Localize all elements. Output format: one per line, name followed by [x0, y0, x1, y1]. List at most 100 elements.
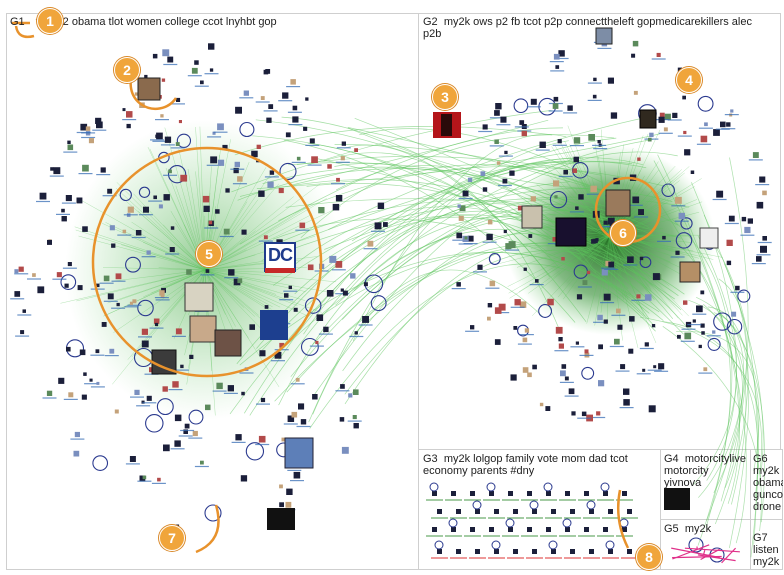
- node: [519, 301, 527, 308]
- node: [656, 52, 661, 57]
- node: [558, 50, 565, 57]
- node: [494, 139, 499, 144]
- grid-node: [546, 527, 551, 532]
- grid-node: [527, 491, 532, 496]
- node: [564, 376, 569, 381]
- node: [139, 475, 146, 482]
- node: [712, 330, 716, 334]
- node: [258, 435, 266, 443]
- node: [222, 144, 228, 151]
- node: [22, 309, 26, 313]
- self-loop: [713, 312, 732, 331]
- edge: [565, 148, 611, 236]
- node: [374, 222, 382, 230]
- edge: [60, 269, 206, 304]
- panel-g7-border: [750, 519, 783, 570]
- node: [76, 197, 83, 204]
- image-node-g2-portrait-d: [521, 205, 543, 229]
- node: [486, 233, 493, 241]
- group-terms-g1: tcot p2 obama tlot women college ccot ln…: [35, 16, 277, 28]
- edge: [609, 234, 679, 319]
- node: [597, 314, 603, 321]
- node: [180, 174, 188, 182]
- grid-node: [532, 509, 537, 514]
- node: [527, 372, 532, 378]
- node: [282, 92, 289, 99]
- callout-5-highlight-circle: [91, 146, 323, 378]
- node: [353, 423, 359, 429]
- node: [205, 404, 211, 411]
- node: [126, 111, 133, 118]
- node: [237, 176, 243, 182]
- node: [703, 367, 708, 372]
- node: [143, 206, 149, 213]
- edge: [312, 198, 621, 346]
- node: [663, 127, 668, 132]
- edge: [609, 129, 661, 236]
- edge: [567, 125, 611, 236]
- node: [504, 150, 508, 155]
- edge: [609, 234, 683, 316]
- node: [81, 394, 87, 400]
- node: [249, 324, 255, 330]
- edge: [204, 269, 337, 283]
- edge: [560, 143, 611, 236]
- node: [575, 206, 579, 210]
- node: [162, 49, 170, 57]
- callout-1: 1: [37, 8, 63, 34]
- self-loop: [726, 318, 743, 335]
- node: [573, 137, 581, 144]
- node: [532, 364, 537, 370]
- edge: [255, 119, 611, 240]
- node: [575, 341, 579, 345]
- self-loop: [167, 165, 187, 184]
- node: [234, 161, 240, 168]
- node: [340, 288, 344, 292]
- node: [164, 136, 172, 143]
- edge: [334, 163, 551, 278]
- edge: [204, 269, 280, 388]
- node: [79, 349, 86, 356]
- node: [633, 90, 638, 95]
- node: [80, 123, 88, 131]
- node: [614, 338, 620, 345]
- node: [115, 273, 122, 280]
- node: [243, 90, 249, 96]
- node: [662, 235, 666, 240]
- self-loop: [675, 232, 693, 249]
- node: [678, 212, 685, 220]
- node: [323, 326, 329, 333]
- group-terms-g5: my2k: [684, 523, 712, 535]
- node: [284, 293, 289, 298]
- node: [58, 377, 65, 384]
- node: [572, 168, 577, 173]
- node: [631, 53, 636, 58]
- node: [122, 108, 126, 112]
- node: [658, 116, 665, 123]
- grid-node: [475, 549, 480, 554]
- edge: [335, 139, 653, 306]
- node: [591, 239, 596, 244]
- self-loop: [239, 121, 255, 138]
- callout-8-highlight-arrow: [617, 489, 630, 549]
- node: [286, 488, 293, 495]
- node: [752, 152, 759, 158]
- node: [178, 120, 182, 124]
- node: [326, 290, 334, 297]
- edge: [580, 234, 611, 281]
- edge: [149, 148, 206, 271]
- node: [741, 216, 747, 222]
- group-id-g4: G4: [664, 453, 679, 465]
- edge: [204, 269, 228, 337]
- edge: [577, 234, 611, 258]
- grid-node: [494, 509, 499, 514]
- panel-title-g7: G7 listen my2k: [753, 532, 783, 568]
- node: [664, 113, 671, 120]
- node: [759, 176, 766, 183]
- node: [233, 167, 239, 174]
- node: [730, 109, 734, 113]
- node: [456, 232, 463, 239]
- edge: [353, 229, 629, 292]
- node: [494, 339, 501, 345]
- edge: [554, 145, 611, 236]
